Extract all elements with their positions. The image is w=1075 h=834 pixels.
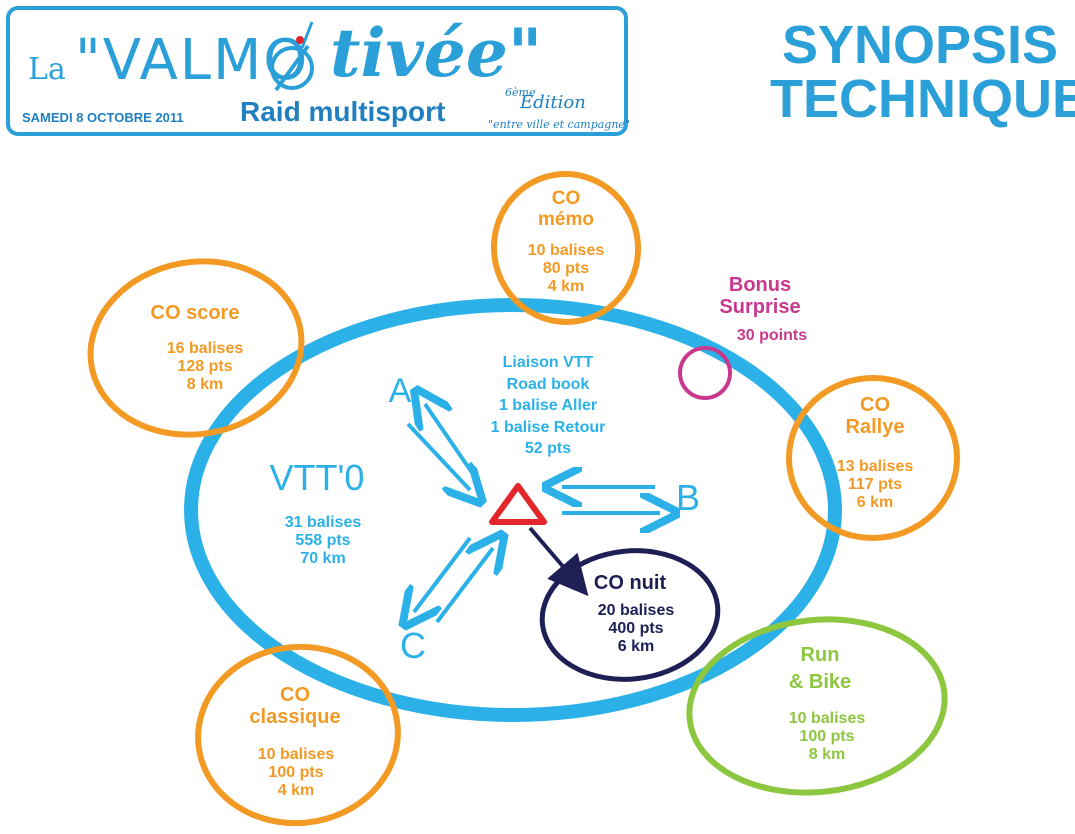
co-score-details: 16 balises 128 pts 8 km: [166, 340, 244, 393]
vtt-loop-ellipse: [184, 298, 842, 722]
run-bike-details: 10 balises 100 pts 8 km: [788, 710, 866, 763]
co-rallye-title: CO Rallye: [845, 394, 905, 439]
bonus-title: Bonus Surprise: [719, 274, 801, 319]
checkpoint-b: B: [675, 477, 700, 518]
arrow-from-a: [406, 422, 470, 490]
edition-label: Edition: [520, 92, 586, 113]
logo-la-text: La: [28, 52, 66, 87]
hub-triangle-icon: [489, 483, 547, 525]
liaison-vtt-details: Liaison VTT Road book 1 balise Aller 1 b…: [490, 354, 606, 458]
event-logo-badge: [6, 6, 628, 136]
co-classique-details: 10 balises 100 pts 4 km: [257, 746, 335, 799]
bonus-circle: [678, 346, 732, 400]
arrow-to-co-nuit: [528, 526, 589, 597]
co-nuit-details: 20 balises 400 pts 6 km: [597, 602, 675, 655]
co-nuit-title: CO nuit: [593, 572, 667, 594]
edition-number: 6ème: [505, 86, 536, 99]
page-title: SYNOPSIS TECHNIQUE: [770, 15, 1075, 129]
checkpoint-a: A: [388, 372, 412, 410]
vtt-details: 31 balises 558 pts 70 km: [284, 514, 362, 567]
checkpoint-c: C: [400, 625, 426, 666]
co-score-circle: [87, 258, 305, 438]
co-classique-title: CO classique: [249, 684, 341, 729]
run-bike-circle: [686, 616, 948, 796]
logo-runner-icon: [270, 21, 314, 92]
co-memo-title: CO mémo: [538, 188, 594, 231]
logo-valmo-text: "VALMO: [75, 28, 310, 93]
co-rallye-circle: [786, 375, 960, 541]
bonus-points: 30 points: [736, 327, 808, 344]
title-line-2: TECHNIQUE: [770, 69, 1075, 129]
logo-tivee-text: tivée": [330, 14, 543, 92]
co-rallye-details: 13 balises 117 pts 6 km: [836, 458, 914, 511]
co-memo-details: 10 balises 80 pts 4 km: [527, 242, 605, 295]
event-subtitle: Raid multisport: [240, 96, 446, 127]
event-tagline: "entre ville et campagne": [488, 118, 630, 131]
vtt-title: VTT'0: [269, 457, 365, 498]
arrow-to-c: [414, 536, 472, 612]
co-nuit-circle: [539, 548, 721, 682]
run-bike-title: Run & Bike: [788, 644, 852, 693]
event-date: SAMEDI 8 OCTOBRE 2011: [22, 110, 184, 125]
co-memo-circle: [490, 171, 642, 325]
co-score-title: CO score: [150, 302, 240, 324]
co-classique-circle: [195, 643, 401, 827]
title-line-1: SYNOPSIS: [781, 15, 1059, 75]
arrow-to-a: [425, 404, 475, 476]
arrow-from-c: [435, 548, 493, 624]
